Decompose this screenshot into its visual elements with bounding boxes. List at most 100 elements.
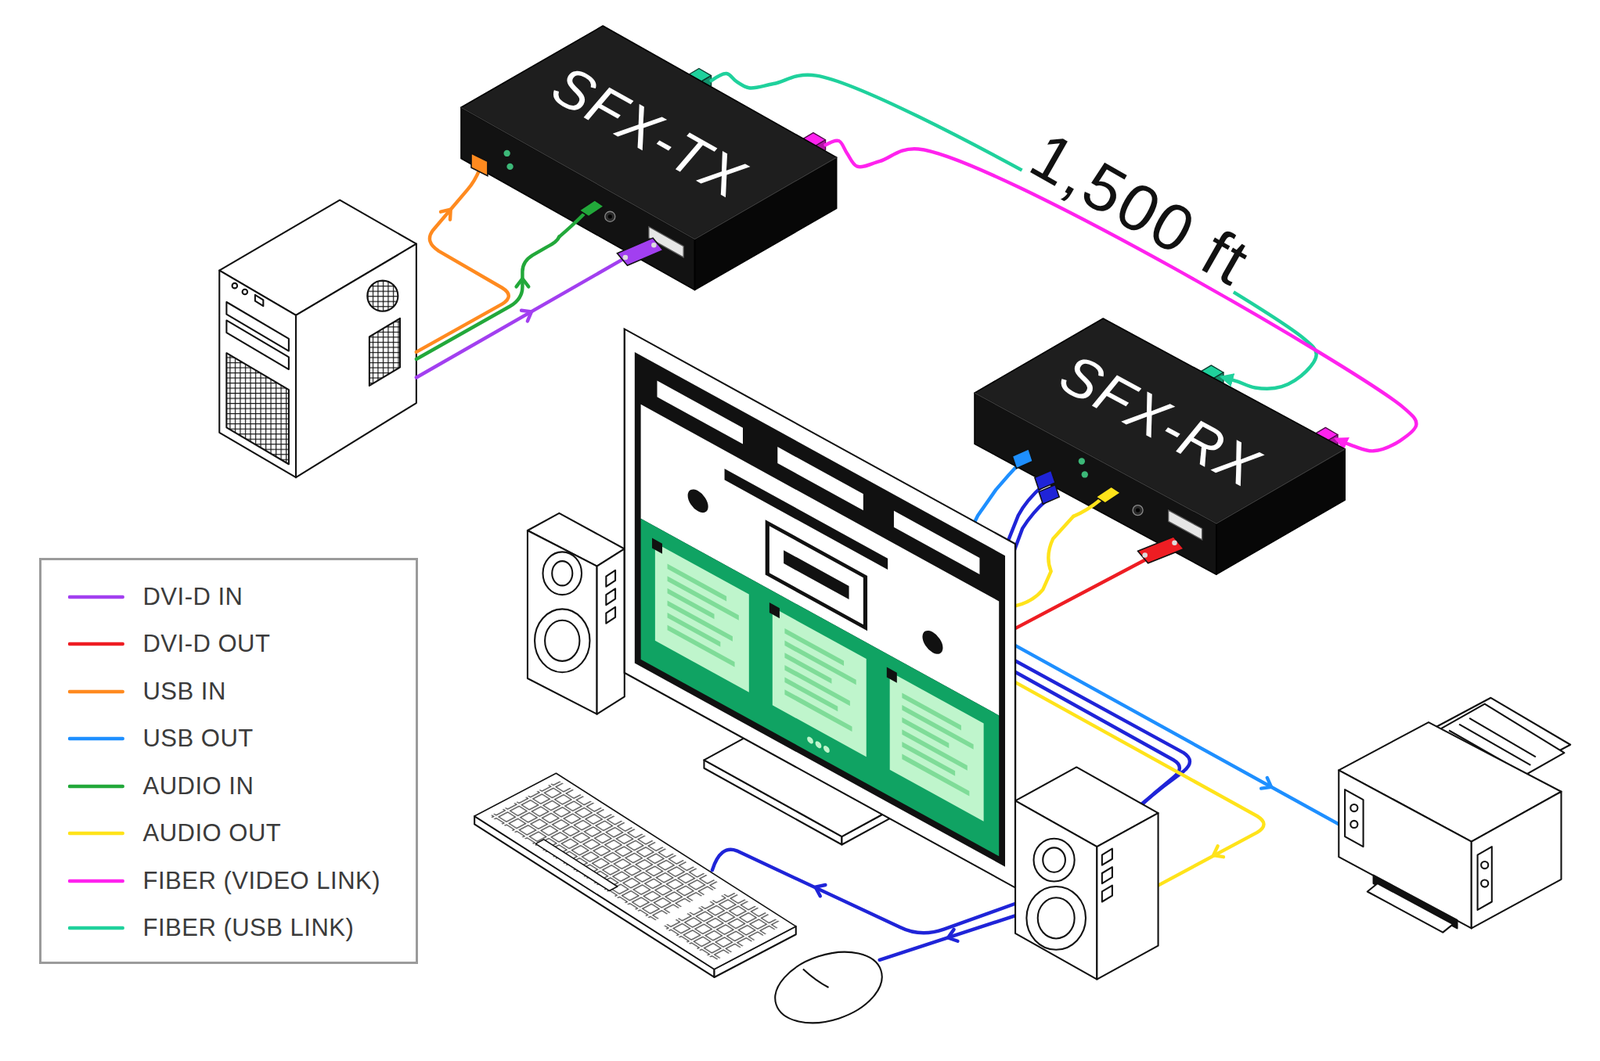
- printer-part: [1471, 792, 1562, 930]
- legend-swatch: [68, 818, 125, 850]
- legend-text: FIBER (USB LINK): [142, 912, 354, 945]
- cables-part: [440, 205, 456, 220]
- legend-swatch: [68, 771, 125, 803]
- distance-label: 1,500 ft: [1018, 119, 1264, 299]
- audio-plug: [579, 199, 604, 217]
- dvi-screw: [651, 242, 657, 249]
- computer-tower-part: [232, 283, 238, 289]
- monitor-part-part: [823, 744, 830, 754]
- speaker-part: [1026, 886, 1086, 951]
- computer-tower-part: [255, 295, 264, 307]
- legend-line: [69, 594, 123, 599]
- legend-row: FIBER (USB LINK): [41, 912, 417, 945]
- speaker-part: [534, 609, 590, 673]
- printer-part: [1367, 883, 1454, 934]
- speaker-part: [527, 530, 598, 715]
- printer-part: [1344, 789, 1363, 847]
- cables-part: [416, 257, 628, 379]
- computer-tower-part: [219, 270, 296, 479]
- speaker-part: [605, 607, 616, 624]
- speaker: [527, 513, 625, 715]
- extender-box: SFX-RX: [974, 318, 1345, 575]
- computer-tower-part: [242, 289, 249, 296]
- speaker-part: [1042, 847, 1066, 873]
- monitor-part-part: [777, 446, 864, 511]
- cables-part: [416, 237, 560, 360]
- legend-row: FIBER (VIDEO LINK): [41, 865, 417, 898]
- legend-row: AUDIO OUT: [41, 818, 417, 850]
- cables-part: [521, 306, 535, 322]
- cables-part: [1015, 516, 1074, 607]
- legend-swatch: [68, 865, 125, 898]
- legend-row: USB IN: [41, 676, 417, 708]
- speaker-part: [1102, 849, 1113, 866]
- speaker-part: [1102, 867, 1113, 884]
- printer-part: [1477, 846, 1492, 911]
- cables: [416, 169, 1339, 961]
- legend-line: [69, 879, 123, 883]
- top-face: [974, 318, 1345, 524]
- monitor-part-part: [634, 352, 1006, 868]
- speaker-part: [551, 561, 573, 586]
- speaker-part: [1037, 897, 1075, 939]
- power-jack: [1135, 508, 1140, 512]
- monitor-part-part: [783, 550, 849, 600]
- serial-port: [1168, 510, 1203, 541]
- usb-plug: [1038, 484, 1060, 505]
- legend-box: DVI-D INDVI-D OUTUSB INUSB OUTAUDIO INAU…: [39, 558, 419, 965]
- cables-part: [516, 278, 530, 287]
- mouse: [766, 940, 892, 1037]
- legend-text: FIBER (VIDEO LINK): [142, 865, 381, 898]
- legend-text: USB OUT: [142, 723, 253, 755]
- status-led: [1078, 457, 1085, 465]
- status-led: [507, 162, 514, 170]
- monitor-part-part: [886, 666, 984, 822]
- speaker-part: [1096, 813, 1158, 980]
- monitor-part-part: [641, 518, 1000, 858]
- cables-part: [812, 882, 826, 898]
- speaker-part: [605, 570, 616, 588]
- dvi-screw: [1171, 540, 1178, 546]
- keyboard-part-part: [474, 773, 797, 970]
- legend-row: DVI-D OUT: [41, 628, 417, 660]
- legend-text: AUDIO OUT: [142, 818, 282, 850]
- legend-line: [69, 642, 123, 647]
- dvi-screw: [1142, 552, 1148, 559]
- legend-line: [69, 737, 123, 742]
- audio-cable: [558, 212, 586, 237]
- cables-part: [1261, 778, 1275, 793]
- computer-tower-part: [226, 353, 289, 465]
- speaker-part: [1102, 886, 1113, 903]
- cables-part: [946, 929, 959, 945]
- dvi-plug: [1137, 536, 1184, 564]
- legend-text: AUDIO IN: [142, 771, 254, 803]
- cables-part: [1012, 500, 1047, 557]
- status-led: [1081, 471, 1089, 478]
- legend-swatch: [68, 628, 125, 660]
- printer-part: [1481, 879, 1489, 887]
- cables-part: [1210, 846, 1224, 862]
- dvi-plug: [617, 237, 664, 266]
- monitor-part-part: [652, 538, 750, 693]
- monitor-part-part: [893, 511, 981, 575]
- top-face: [461, 25, 837, 239]
- legend-line: [69, 832, 123, 837]
- legend-swatch: [68, 912, 125, 945]
- monitor-part-part: [767, 522, 865, 628]
- speaker-part: [597, 548, 625, 714]
- fiber-link: [711, 73, 1317, 390]
- monitor-part-part: [688, 485, 709, 517]
- speaker-part: [544, 620, 580, 662]
- keyboard: [474, 773, 797, 978]
- speaker-part: [543, 551, 583, 595]
- cables-part: [1015, 553, 1159, 629]
- audio-plug: [1095, 486, 1121, 504]
- dvi-screw: [623, 254, 629, 260]
- usb-plug: [1012, 449, 1033, 469]
- monitor-part-part: [807, 735, 814, 746]
- legend-line: [69, 784, 123, 789]
- printer: [1338, 698, 1571, 934]
- legend-line: [69, 926, 123, 931]
- speaker-part: [1034, 839, 1075, 883]
- legend-line: [69, 689, 123, 694]
